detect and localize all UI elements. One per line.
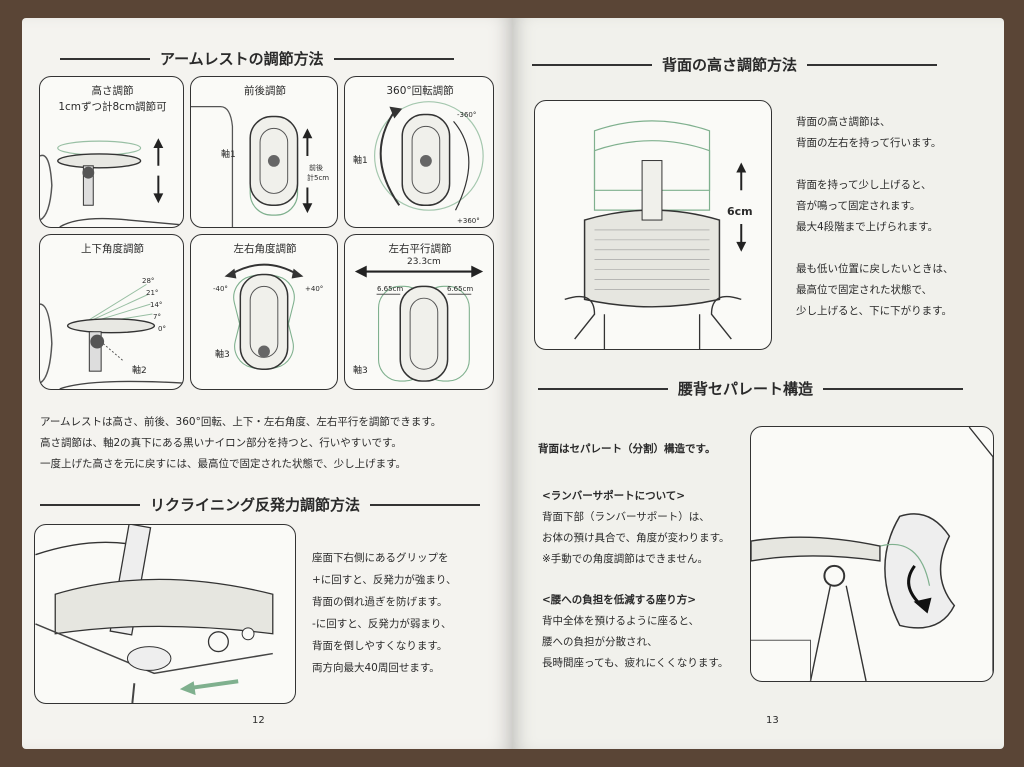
tilt-left-right-illustration	[224, 263, 304, 370]
front-back-note-top: 前後	[309, 164, 323, 172]
backrest-adjust-label: 6cm	[727, 205, 753, 218]
backrest-section-heading: 背面の高さ調節方法	[532, 54, 938, 75]
tilt-up-down-illustration	[40, 283, 183, 389]
panel-slide-left-right: 左右平行調節 23.3cm 6.65cm 6.65cm 軸3	[344, 234, 494, 390]
lumbar-sitting-heading: <腰への負担を低減する座り方>	[542, 594, 697, 606]
rotation-angle-pos: +360°	[457, 217, 480, 225]
front-back-note-bottom: 計5cm	[307, 174, 330, 182]
backrest-desc-line-8: 最も低い位置に戻したいときは、	[796, 263, 954, 275]
right-page: 背面の高さ調節方法 6cm 背面の高さ調節は、 背面の左右を持って行いま	[512, 18, 1004, 749]
height-adjust-illustration	[40, 138, 183, 227]
panel-reclining	[34, 524, 296, 704]
tilt-up-down-axis-label: 軸2	[132, 366, 147, 376]
lumbar-support-line-1: 背面下部（ランバーサポート）は、	[542, 511, 710, 523]
rotation-illustration	[374, 101, 484, 211]
lumbar-sitting-line-3: 長時間座っても、疲れにくくなります。	[542, 657, 729, 669]
page-number-right: 13	[766, 715, 779, 726]
tilt-angle-14: 14°	[150, 301, 163, 309]
armrest-desc-line-1: アームレストは高さ、前後、360°回転、上下・左右角度、左右平行を調節できます。	[40, 416, 442, 428]
tilt-left-right-angle-neg: -40°	[213, 285, 228, 293]
panel-front-back-adjust: 前後調節 軸1 前後 計5cm	[190, 76, 338, 228]
reclining-desc-line-2: +に回すと、反発力が強まり、	[312, 574, 457, 586]
rotation-angle-neg: -360°	[457, 111, 477, 119]
lumbar-structure-illustration	[751, 427, 993, 681]
lumbar-intro: 背面はセパレート（分割）構造です。	[538, 443, 716, 455]
tilt-left-right-title: 左右角度調節	[233, 243, 297, 255]
backrest-desc-line-5: 音が鳴って固定されます。	[796, 200, 921, 212]
armrest-section-heading: アームレストの調節方法	[60, 48, 454, 69]
backrest-desc-line-10: 少し上げると、下に下がります。	[796, 305, 953, 317]
panel-tilt-left-right: 左右角度調節 -40° +40° 軸3	[190, 234, 338, 390]
slide-left-right-illustration	[354, 265, 484, 382]
slide-left-right-title: 左右平行調節	[388, 243, 452, 255]
lumbar-sitting-line-2: 腰への負担が分散され、	[542, 636, 658, 648]
tilt-angle-28: 28°	[142, 277, 155, 285]
tilt-left-right-axis-label: 軸3	[215, 350, 230, 360]
front-back-illustration	[191, 105, 313, 227]
backrest-desc-line-6: 最大4段階まで上げられます。	[796, 221, 939, 233]
lumbar-support-line-3: ※手動での角度調節はできません。	[542, 553, 708, 565]
rotation-title: 360°回転調節	[386, 85, 454, 97]
armrest-desc-line-3: 一度上げた高さを元に戻すには、最高位で固定された状態で、少し上げます。	[40, 458, 407, 470]
panel-rotation-adjust: 360°回転調節 軸1 -360° +360°	[344, 76, 494, 228]
lumbar-support-line-2: お体の預け具合で、角度が変わります。	[542, 532, 730, 544]
reclining-desc-line-4: -に回すと、反発力が弱まり、	[312, 618, 452, 630]
backrest-desc-line-9: 最高位で固定された状態で、	[796, 284, 933, 296]
slide-axis-label: 軸3	[353, 366, 368, 376]
armrest-desc-line-2: 高さ調節は、軸2の真下にある黒いナイロン部分を持つと、行いやすいです。	[40, 437, 402, 449]
tilt-up-down-title: 上下角度調節	[81, 243, 144, 255]
panel-tilt-up-down: 上下角度調節 28° 21° 14° 7° 0° 軸2	[39, 234, 184, 390]
reclining-desc-line-6: 両方向最大40周回せます。	[312, 662, 440, 674]
backrest-height-illustration	[564, 120, 747, 349]
page-number-left: 12	[252, 715, 265, 726]
height-adjust-title: 高さ調節	[91, 85, 134, 97]
tilt-angle-0: 0°	[158, 325, 166, 333]
reclining-illustration	[35, 525, 274, 703]
reclining-desc-line-1: 座面下右側にあるグリップを	[312, 552, 449, 564]
tilt-angle-7: 7°	[153, 313, 161, 321]
reclining-section-heading: リクライニング反発力調節方法	[40, 494, 481, 515]
backrest-desc-line-4: 背面を持って少し上げると、	[796, 179, 932, 191]
armrest-title: アームレストの調節方法	[160, 50, 324, 68]
reclining-desc-line-3: 背面の倒れ過ぎを防げます。	[312, 596, 448, 608]
reclining-desc-line-5: 背面を倒しやすくなります。	[312, 640, 448, 652]
lumbar-sitting-line-1: 背中全体を預けるように座ると、	[542, 615, 700, 627]
tilt-angle-21: 21°	[146, 289, 159, 297]
front-back-title: 前後調節	[244, 85, 286, 97]
tilt-left-right-angle-pos: +40°	[305, 285, 324, 293]
slide-right-offset: 6.65cm	[447, 285, 474, 293]
backrest-desc-line-2: 背面の左右を持って行います。	[796, 137, 942, 149]
panel-lumbar-structure	[750, 426, 994, 682]
slide-total-label: 23.3cm	[407, 257, 441, 267]
rotation-axis-label: 軸1	[353, 156, 368, 166]
lumbar-title: 腰背セパレート構造	[678, 380, 814, 398]
panel-backrest-height: 6cm	[534, 100, 772, 350]
height-adjust-subtitle: 1cmずつ計8cm調節可	[58, 101, 167, 113]
backrest-title: 背面の高さ調節方法	[662, 56, 798, 74]
front-back-axis-label: 軸1	[221, 150, 236, 160]
slide-left-offset: 6.65cm	[377, 285, 404, 293]
backrest-desc-line-1: 背面の高さ調節は、	[796, 116, 891, 128]
lumbar-support-heading: <ランバーサポートについて>	[542, 490, 686, 502]
lumbar-section-heading: 腰背セパレート構造	[538, 378, 964, 399]
panel-height-adjust: 高さ調節 1cmずつ計8cm調節可	[39, 76, 184, 228]
left-page: アームレストの調節方法 高さ調節 1cmずつ計8cm調節可	[22, 18, 512, 749]
reclining-title: リクライニング反発力調節方法	[150, 496, 361, 514]
